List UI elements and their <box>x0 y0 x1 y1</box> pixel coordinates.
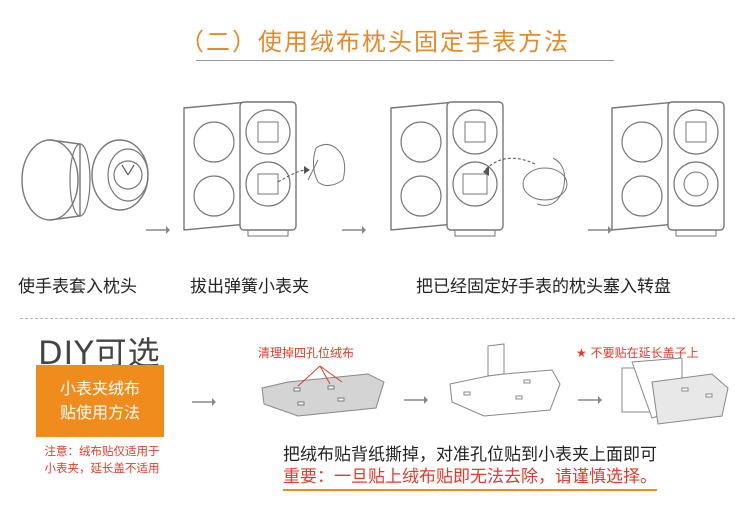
sticker-sheet-illustration <box>261 365 385 417</box>
warning-label: ★ 不要贴在延长盖子上 <box>576 346 699 360</box>
clip-on-box-illustration <box>621 358 729 425</box>
section-divider <box>20 318 735 319</box>
clip-sticker-illustration <box>449 343 561 417</box>
finished-box-illustration <box>611 101 725 237</box>
diy-method-box: 小表夹绒布 贴使用方法 <box>36 365 164 437</box>
winder-box-illustration <box>183 101 346 237</box>
arrow-icon <box>404 396 428 404</box>
diy-note-line-1: 注意：绒布贴仅适用于 <box>44 444 160 458</box>
instruction-line-1: 把绒布贴背纸撕掉，对准孔位贴到小表夹上面即可 <box>283 445 657 465</box>
page-title: （二）使用绒布枕头固定手表方法 <box>180 28 570 56</box>
instruction-line-2: 重要：一旦贴上绒布贴即无法去除，请谨慎选择。 <box>283 462 657 491</box>
diy-box-line-2: 贴使用方法 <box>59 403 140 422</box>
diy-note: 注意：绒布贴仅适用于 小表夹，延长盖不适用 <box>22 443 182 477</box>
step-1-label: 使手表套入枕头 <box>18 277 137 297</box>
arrow-icon <box>192 398 216 406</box>
step-2-label: 拔出弹簧小表夹 <box>190 277 309 297</box>
arrow-icon <box>342 226 366 234</box>
title-underline <box>196 60 614 61</box>
insert-pillow-illustration <box>390 101 568 237</box>
diy-note-line-2: 小表夹，延长盖不适用 <box>44 461 160 475</box>
step-3-label: 把已经固定好手表的枕头塞入转盘 <box>416 277 671 297</box>
diy-box-line-1: 小表夹绒布 <box>59 379 140 398</box>
arrow-icon <box>588 226 612 234</box>
clean-holes-label: 清理掉四孔位绒布 <box>258 346 355 360</box>
arrow-icon <box>578 396 602 404</box>
arrow-icon <box>146 226 170 234</box>
pillow-watch-illustration <box>21 139 149 221</box>
